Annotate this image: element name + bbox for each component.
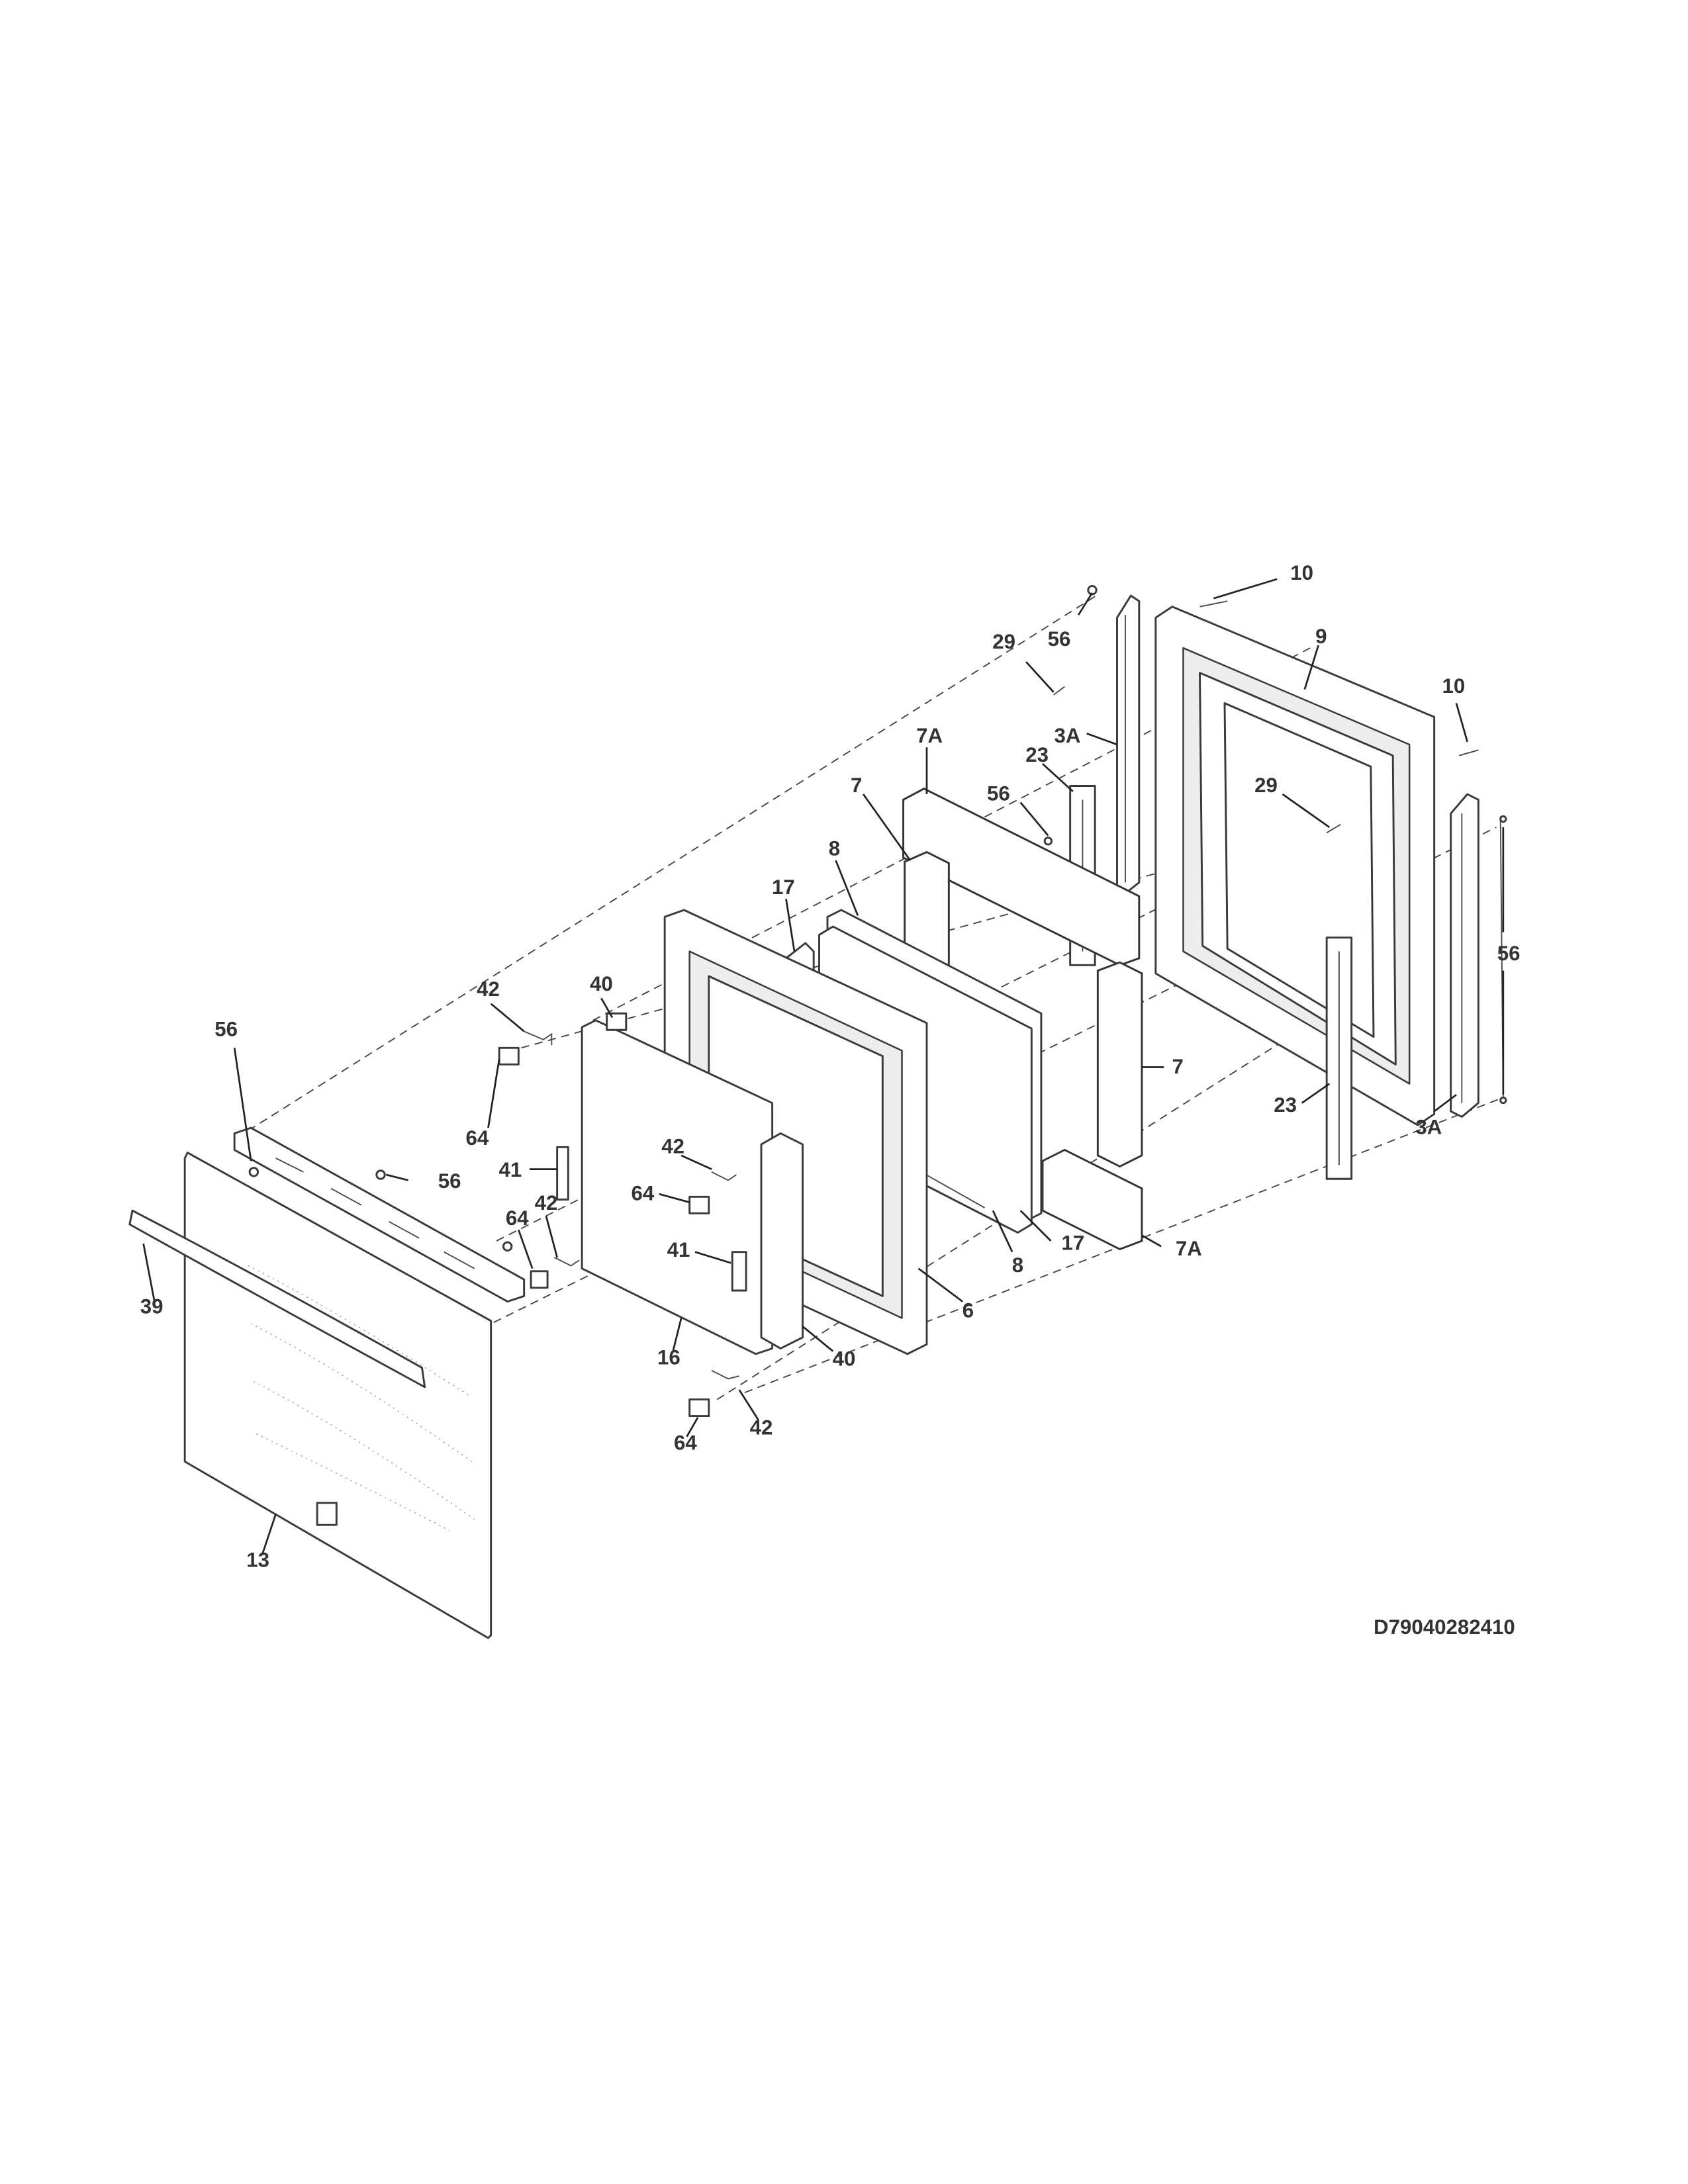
label-part-41-left: 41	[498, 1159, 522, 1183]
label-part-10-top: 10	[1290, 561, 1314, 586]
door-handle-39	[128, 1209, 426, 1388]
label-part-13: 13	[246, 1549, 269, 1573]
spacer-41-mid	[731, 1251, 747, 1292]
label-part-3a-right: 3A	[1415, 1116, 1442, 1140]
label-part-42-left: 42	[477, 978, 500, 1002]
outer-door-glass-13	[183, 1152, 492, 1639]
label-part-23-top: 23	[1025, 743, 1049, 768]
insulation-7a-top	[902, 788, 1141, 966]
label-part-42-center: 42	[534, 1192, 558, 1216]
label-part-10-right: 10	[1442, 674, 1466, 699]
label-part-39: 39	[140, 1295, 164, 1319]
label-part-41-mid: 41	[667, 1238, 690, 1263]
label-part-29-top: 29	[992, 631, 1016, 655]
spacer-41-left	[556, 1146, 569, 1201]
diagram-code: D79040282410	[1374, 1615, 1515, 1640]
label-part-40-left: 40	[589, 972, 613, 997]
label-part-7a-top: 7A	[916, 724, 943, 749]
label-part-64-left: 64	[465, 1127, 489, 1151]
leader-lines	[142, 578, 1505, 1556]
label-part-56-right: 56	[1497, 942, 1521, 966]
label-part-8-bottom: 8	[1011, 1253, 1024, 1278]
label-part-8-top: 8	[828, 837, 841, 862]
label-part-7-right: 7	[1172, 1055, 1184, 1079]
label-part-7a-bottom: 7A	[1175, 1237, 1202, 1261]
hinge-23-right	[1325, 936, 1353, 1180]
door-bracket-40-right	[760, 1132, 804, 1349]
hinge-rail-3a-top	[1116, 594, 1141, 895]
label-part-56-mid: 56	[986, 782, 1010, 806]
vent-trim	[233, 1126, 526, 1303]
label-part-40-bottom: 40	[832, 1347, 856, 1371]
door-bracket-40-left	[606, 1012, 628, 1031]
label-part-64-bottom: 64	[674, 1432, 697, 1455]
hinge-rail-3a-right	[1450, 793, 1504, 1118]
label-part-16: 16	[657, 1346, 680, 1370]
label-part-6: 6	[962, 1299, 974, 1323]
label-part-17-bottom: 17	[1061, 1232, 1085, 1255]
insulation-7-right	[1096, 961, 1143, 1168]
label-part-56-left: 56	[214, 1018, 238, 1042]
label-part-56-center: 56	[438, 1169, 461, 1194]
label-part-64-mid: 64	[631, 1182, 655, 1206]
label-part-17-top: 17	[771, 876, 795, 900]
insulation-7a-bottom	[1041, 1148, 1143, 1251]
clip-64-group	[498, 1046, 710, 1418]
label-part-42-mid: 42	[661, 1135, 685, 1160]
inner-door-liner-9	[1154, 606, 1436, 1126]
inner-door-panel-16	[581, 1019, 774, 1355]
label-part-23-right: 23	[1274, 1094, 1297, 1118]
clip-42-group	[524, 1030, 739, 1380]
label-part-29-mid: 29	[1254, 774, 1278, 798]
label-part-56-top: 56	[1047, 627, 1071, 652]
label-part-7-top: 7	[851, 774, 863, 798]
label-part-3a-top: 3A	[1054, 724, 1081, 749]
label-part-9: 9	[1315, 625, 1327, 649]
label-part-42-bottom: 42	[749, 1416, 773, 1441]
screws	[248, 584, 1507, 1252]
label-part-64-center: 64	[505, 1206, 529, 1231]
